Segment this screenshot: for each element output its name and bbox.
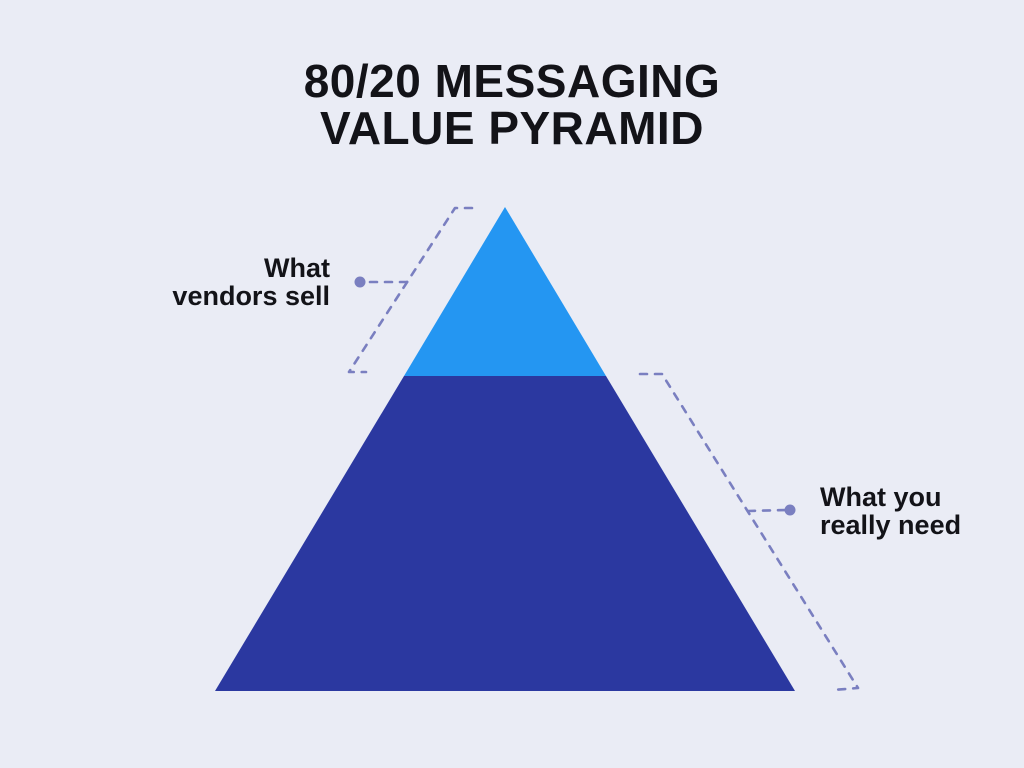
callout-right-line-1: What you [820, 482, 942, 512]
page-title-line-2: VALUE PYRAMID [320, 102, 704, 154]
callout-connectors [347, 206, 860, 692]
page-title-line-1: 80/20 MESSAGING [303, 55, 721, 107]
right-connector-line [746, 508, 788, 513]
right-bracket-line [638, 372, 860, 692]
right-connector-dot [784, 504, 796, 516]
callout-what-vendors-sell: What vendors sell [172, 254, 330, 310]
callout-what-you-really-need: What you really need [820, 483, 961, 539]
callout-right-line-2: really need [820, 510, 962, 540]
page-title: 80/20 MESSAGING VALUE PYRAMID [0, 58, 1024, 152]
callout-left-line-1: What [264, 253, 330, 283]
pyramid-segment-bottom [215, 376, 795, 691]
left-connector-dot [354, 276, 366, 288]
pyramid-segment-top [404, 207, 606, 376]
callout-left-line-2: vendors sell [172, 281, 330, 311]
